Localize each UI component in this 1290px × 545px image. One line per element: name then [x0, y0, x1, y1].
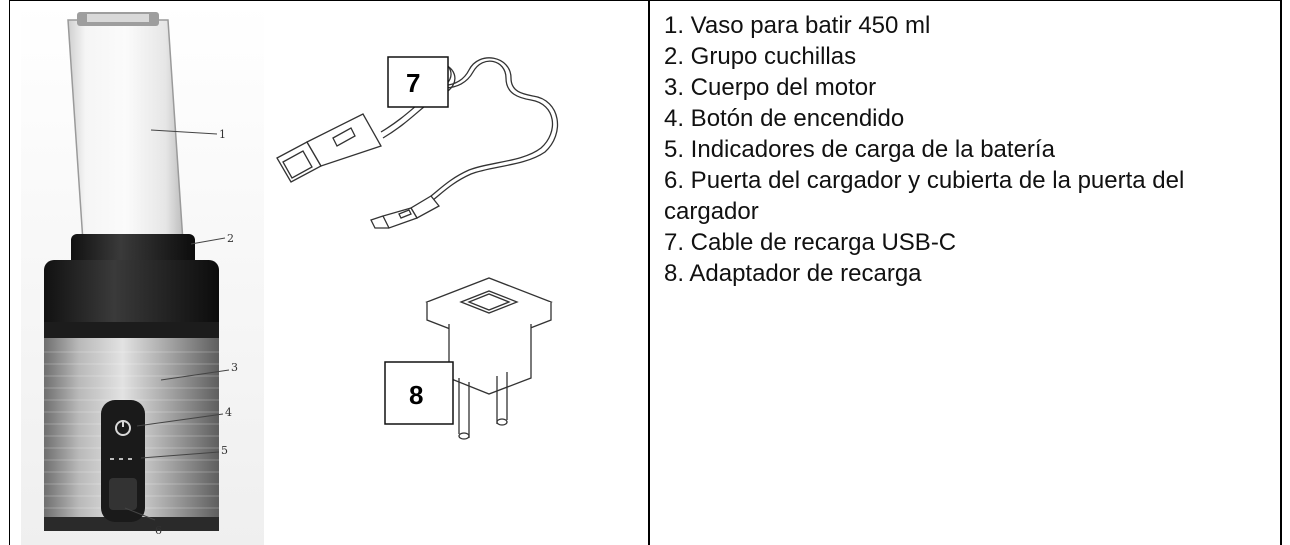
table-right-border	[1280, 0, 1282, 545]
spec-table	[9, 0, 1282, 545]
blender-image: 1 2 3 4 5 6	[21, 2, 264, 545]
usb-cable-drawing	[276, 57, 559, 229]
battery-indicators	[110, 458, 132, 460]
legend-item-7: 7. Cable de recarga USB-C	[664, 229, 957, 256]
legend-item-6: 6. Puerta del cargador y cubierta de la …	[664, 167, 1185, 225]
parts-legend: 1. Vaso para batir 450 ml 2. Grupo cuchi…	[664, 10, 1274, 289]
legend-item-8: 8. Adaptador de recarga	[664, 260, 922, 287]
blender-label-5: 5	[221, 444, 228, 457]
blender-label-3: 3	[231, 361, 238, 374]
cable-callout-box	[387, 56, 449, 108]
adapter-callout-box	[384, 361, 454, 425]
legend-item-4: 4. Botón de encendido	[664, 105, 905, 132]
charging-adapter-drawing	[425, 277, 553, 440]
legend-item-1: 1. Vaso para batir 450 ml	[664, 12, 931, 39]
cable-callout-number: 7	[406, 68, 420, 98]
legend-item-5: 5. Indicadores de carga de la batería	[664, 136, 1055, 163]
blender-label-6: 6	[155, 524, 162, 537]
product-illustration: 1 2 3 4 5 6 7 8	[21, 2, 559, 545]
blender-label-2: 2	[227, 232, 234, 245]
adapter-callout-number: 8	[409, 380, 423, 410]
blender-label-1: 1	[219, 128, 226, 141]
legend-item-2: 2. Grupo cuchillas	[664, 43, 857, 70]
legend-item-3: 3. Cuerpo del motor	[664, 74, 877, 101]
blender-label-4: 4	[225, 406, 232, 419]
column-divider	[648, 0, 650, 545]
